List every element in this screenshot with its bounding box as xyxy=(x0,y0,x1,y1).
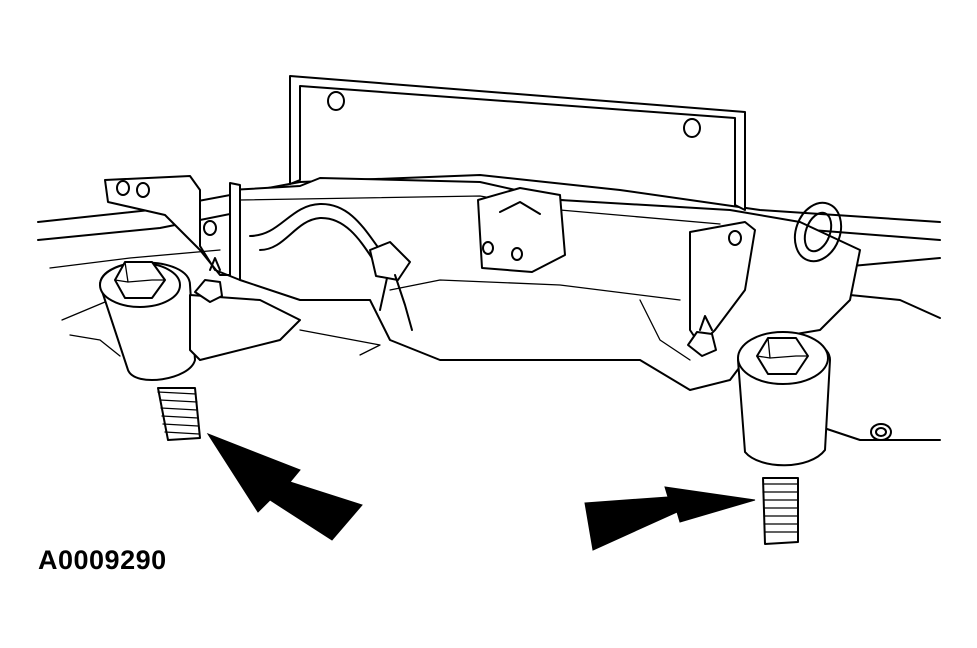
left-mount-stud xyxy=(157,387,201,441)
right-bracket-arm xyxy=(687,201,843,357)
right-bracket-nut xyxy=(687,331,717,357)
fluid-line-fitting xyxy=(369,241,411,281)
center-clip-bracket xyxy=(477,187,566,273)
left-bracket-arm xyxy=(104,175,241,303)
arrow-right-stud xyxy=(584,486,756,551)
left-bolt-head xyxy=(114,261,166,299)
fluid-line xyxy=(249,202,413,331)
frame-hole xyxy=(870,423,892,441)
bracket-hole-right xyxy=(683,118,701,138)
arrow-left-stud xyxy=(206,432,363,541)
upper-bracket-plate xyxy=(289,75,746,211)
lift-ring xyxy=(793,201,843,263)
figure-id-label: A0009290 xyxy=(38,545,167,575)
right-mount-stud xyxy=(762,477,799,545)
bracket-hole-left xyxy=(327,91,345,111)
left-bracket-nut xyxy=(194,279,223,303)
right-mount-boss xyxy=(737,331,892,467)
